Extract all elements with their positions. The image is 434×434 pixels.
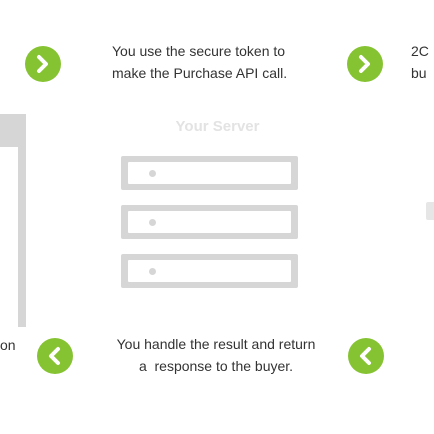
arrow-left-icon (37, 338, 73, 374)
server-rack-unit (121, 205, 298, 239)
right-panel-edge (426, 202, 434, 220)
arrow-left-icon (348, 338, 384, 374)
step-handle-result-line1: You handle the result and return (116, 336, 316, 352)
step-purchase-api-line2: make the Purchase API call. (112, 65, 288, 81)
step-right-fragment-line1: 2C (411, 43, 429, 59)
server-rack-slot (128, 260, 291, 282)
step-purchase-api-line1: You use the secure token to (112, 43, 286, 59)
server-rack-unit (121, 156, 298, 190)
server-rack-slot (128, 162, 291, 184)
buyer-panel-inner (0, 147, 18, 327)
step-left-fragment-text: on (0, 337, 16, 353)
step-right-fragment-text: 2C bu (411, 40, 434, 84)
server-rack-unit (121, 254, 298, 288)
server-title: Your Server (175, 118, 260, 135)
server-led-icon (149, 268, 156, 275)
step-right-fragment-line2: bu (411, 65, 427, 81)
step-handle-result-line2: a response to the buyer. (138, 358, 294, 374)
step-purchase-api-text: You use the secure token to make the Pur… (112, 40, 322, 84)
server-rack-slot (128, 211, 291, 233)
server-led-icon (149, 219, 156, 226)
arrow-right-icon (347, 46, 383, 82)
arrow-right-icon (25, 46, 61, 82)
step-handle-result-text: You handle the result and return a respo… (96, 333, 336, 377)
server-led-icon (149, 170, 156, 177)
